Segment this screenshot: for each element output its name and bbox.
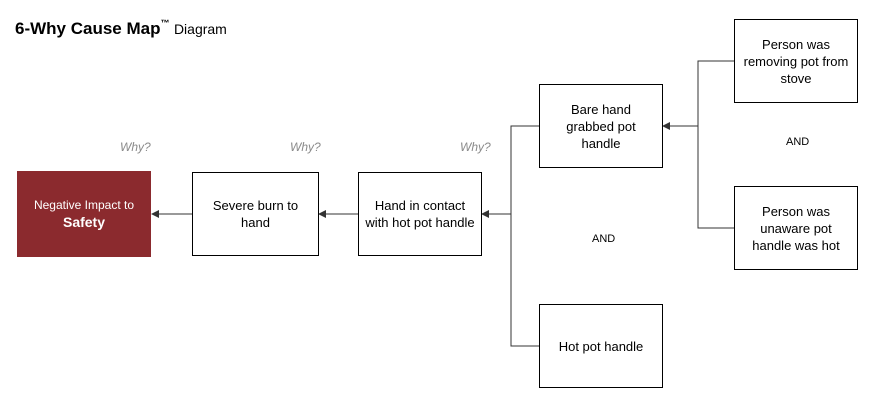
and-label-upper: AND — [786, 136, 810, 148]
cause-box-severe-burn: Severe burn to hand — [192, 172, 319, 256]
cause-box-hand-contact: Hand in contact with hot pot handle — [358, 172, 482, 256]
bracket-barehand-causes — [697, 60, 734, 229]
cause-box-unaware: Person was unaware pot handle was hot — [734, 186, 858, 270]
impact-label: Negative Impact to — [33, 197, 135, 212]
and-label-lower: AND — [592, 233, 616, 245]
why-label-3: Why? — [460, 140, 491, 154]
why-label-1: Why? — [120, 140, 151, 154]
title-main: 6-Why Cause Map — [15, 19, 161, 38]
trademark-symbol: ™ — [160, 18, 170, 28]
cause-box-bare-hand: Bare hand grabbed pot handle — [539, 84, 663, 168]
impact-goal: Safety — [62, 213, 106, 230]
diagram-title: 6-Why Cause Map™ Diagram — [15, 18, 227, 39]
cause-box-hot-handle: Hot pot handle — [539, 304, 663, 388]
why-label-2: Why? — [290, 140, 321, 154]
title-subtitle: Diagram — [173, 21, 227, 37]
impact-box: Negative Impact to Safety — [17, 171, 151, 257]
bracket-contact-causes — [510, 125, 539, 347]
cause-box-removing-pot: Person was removing pot from stove — [734, 19, 858, 103]
